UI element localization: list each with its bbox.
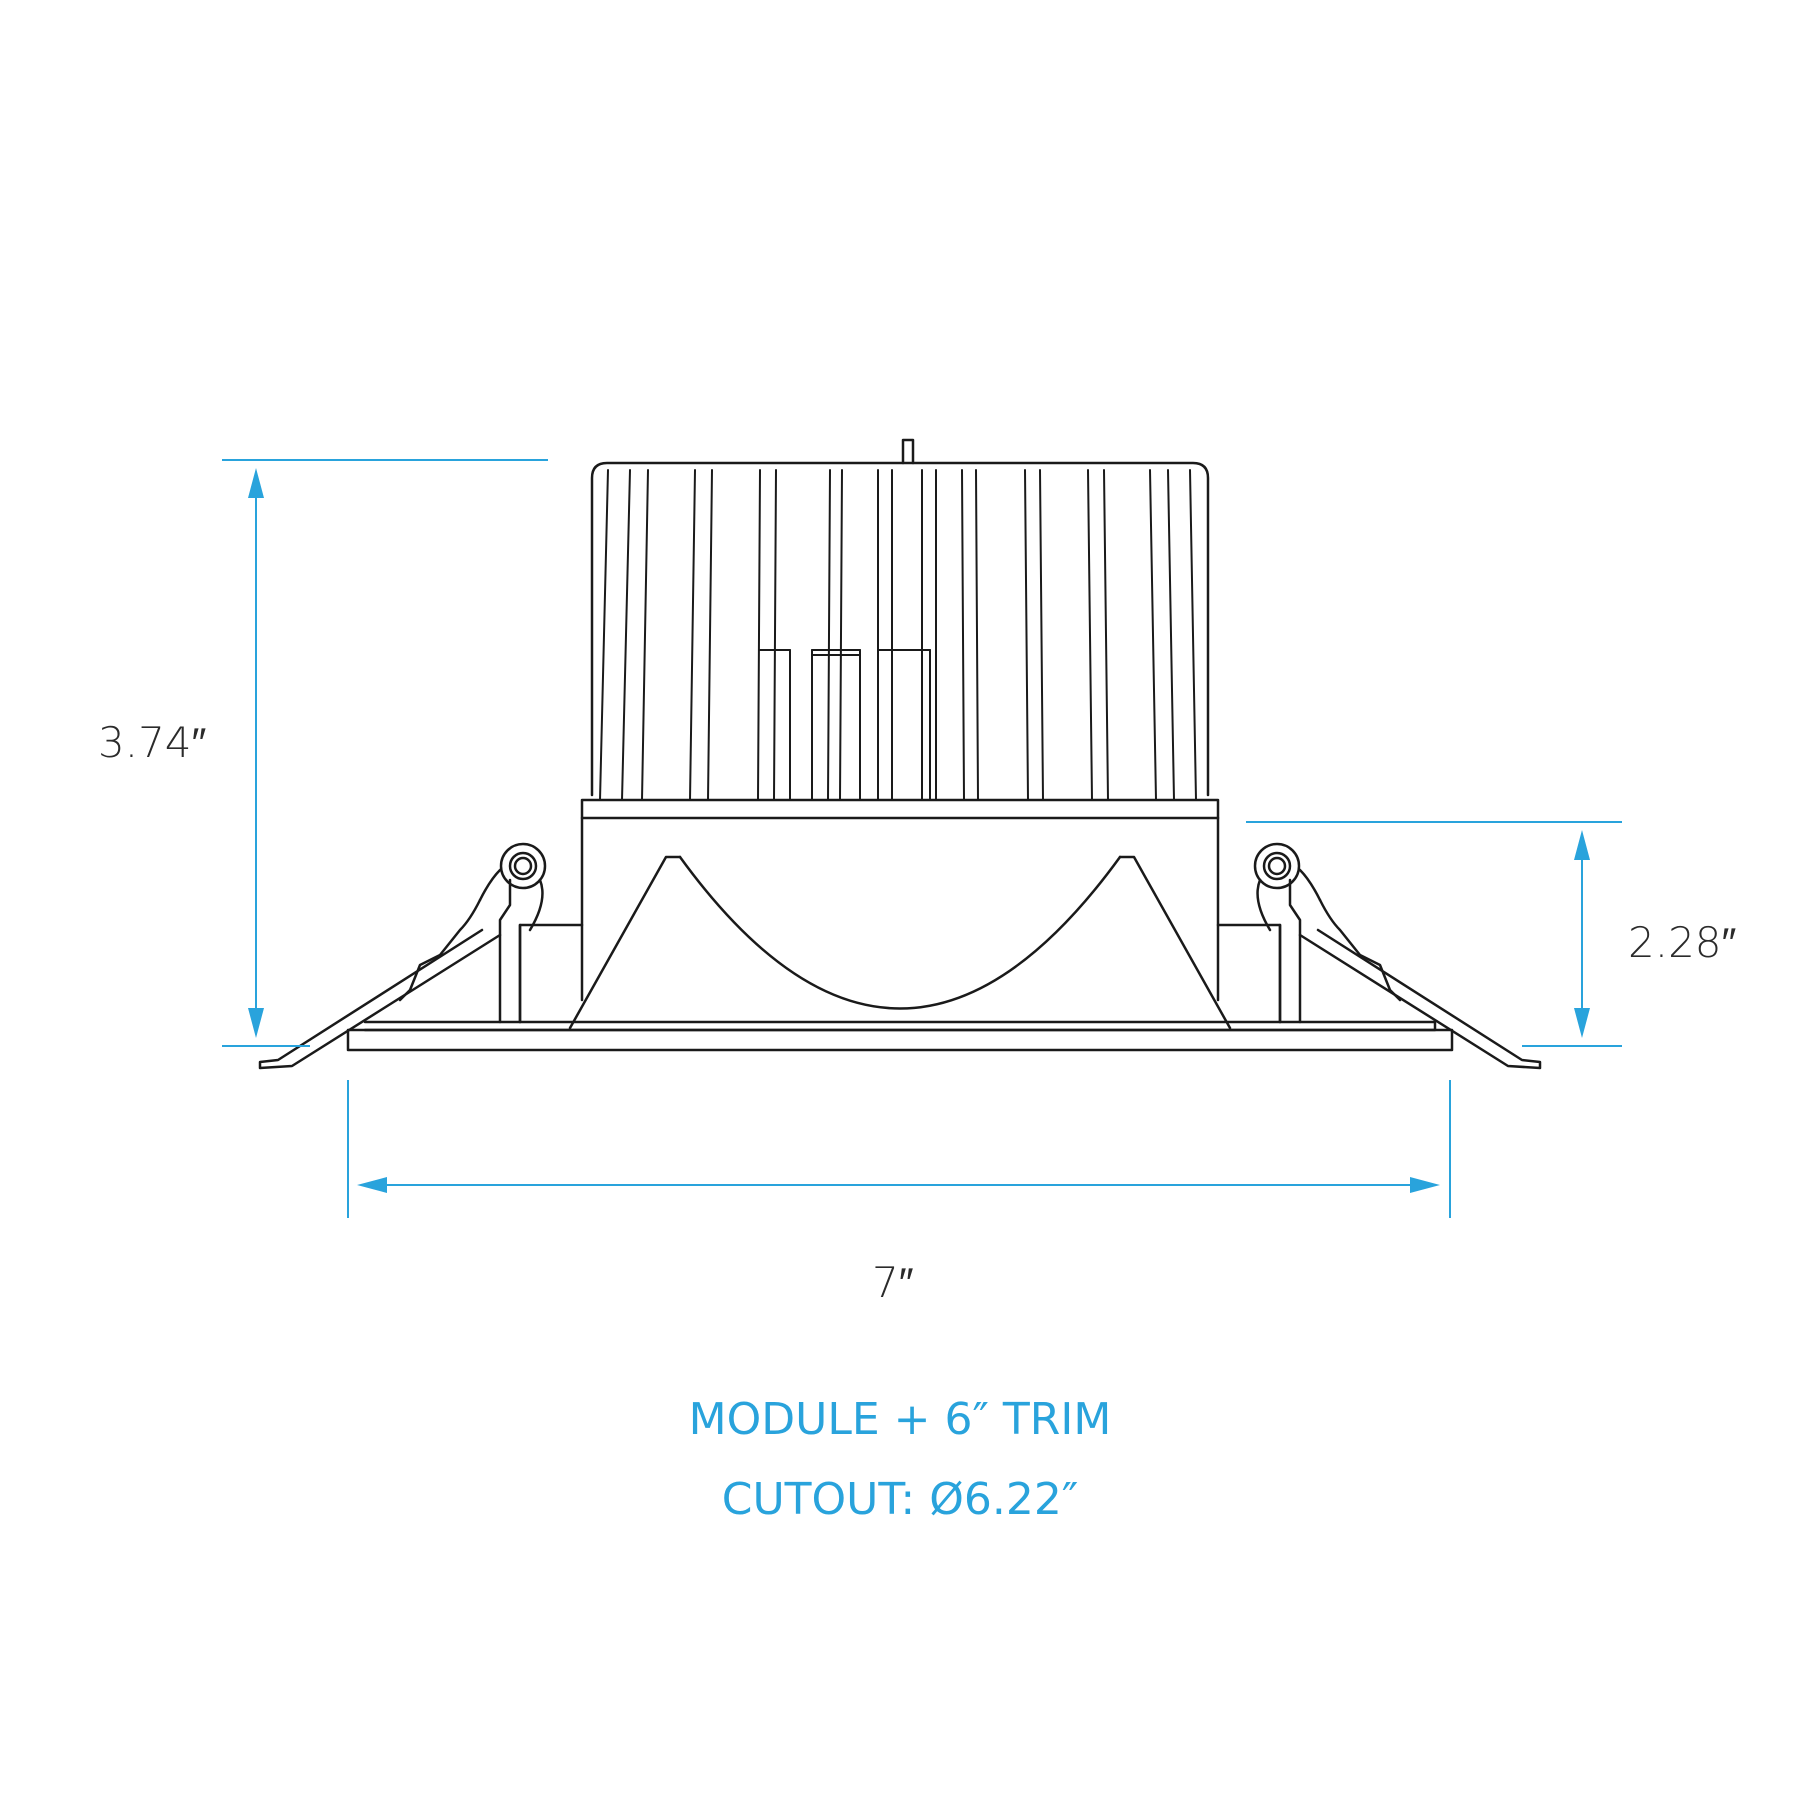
left-spring-clip [258, 842, 547, 1070]
lower-housing [580, 816, 1220, 1002]
reflector-outer [568, 855, 1232, 1030]
heatsink-fins [599, 469, 1197, 801]
heatsink-band [580, 798, 1220, 820]
right-spring-clip [1253, 842, 1542, 1070]
trim-flange [346, 1028, 1454, 1052]
reflector-curve [678, 855, 1122, 1010]
dimension-lines [222, 459, 1622, 1218]
overall-height-label: 3.74″ [98, 718, 207, 767]
trim-width-label: 7″ [872, 1258, 914, 1307]
caption-cutout: CUTOUT: Ø6.22″ [721, 1474, 1079, 1525]
driver-block [759, 644, 931, 801]
overall-height-dimension [222, 459, 548, 1047]
wire-tab [901, 438, 915, 465]
fixture-outline [258, 438, 1542, 1070]
housing-height-label: 2.28″ [1628, 918, 1737, 967]
heatsink-top [590, 461, 1210, 797]
caption-title: MODULE + 6″ TRIM [688, 1394, 1112, 1445]
housing-height-dimension [1246, 821, 1622, 1047]
trim-width-dimension [347, 1080, 1451, 1218]
